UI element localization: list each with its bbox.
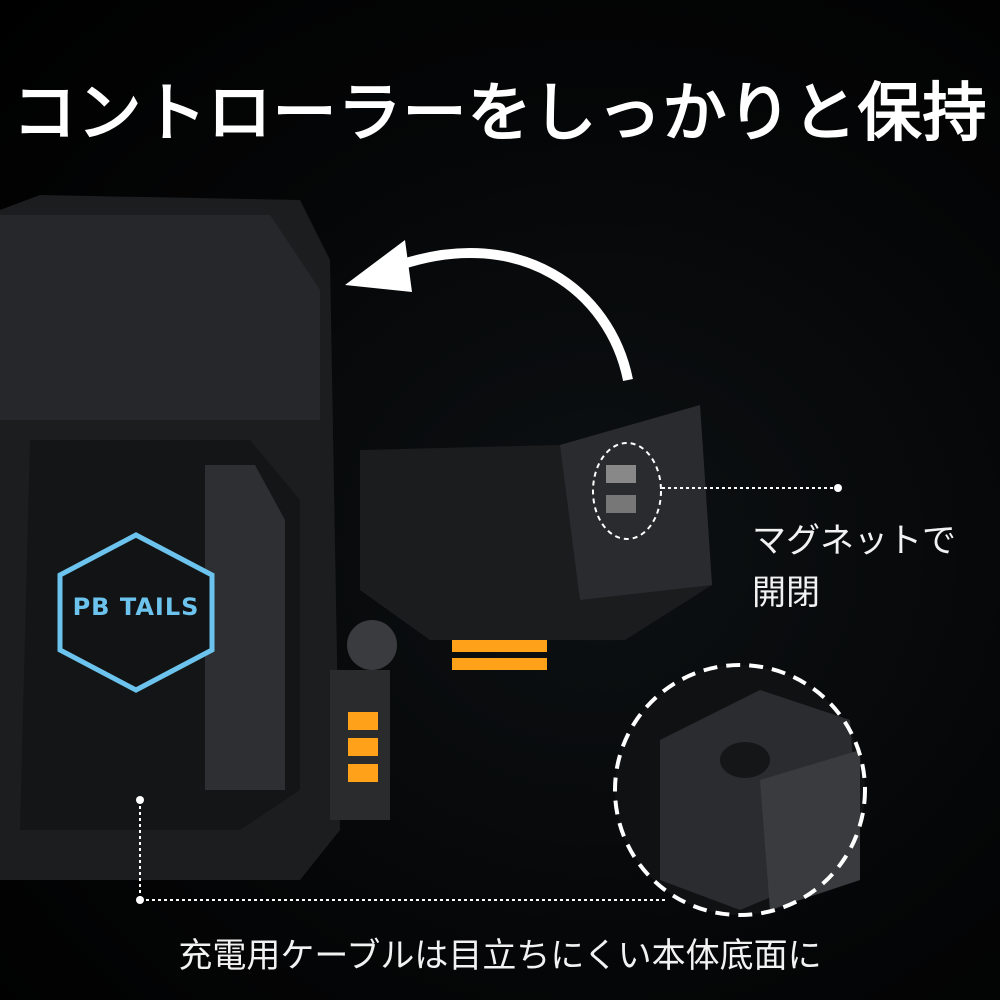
- magnet-callout: マグネットで 開閉: [752, 515, 982, 619]
- magnetic-lid: [347, 405, 712, 670]
- orange-indicator-lights: [348, 640, 547, 782]
- brand-logo-text: PB TAILS: [72, 593, 200, 621]
- stand-body: [0, 195, 390, 880]
- headline: コントローラーをしっかりと保持: [12, 77, 988, 151]
- cable-callout: 充電用ケーブルは目立ちにくい本体底面に: [178, 936, 822, 976]
- logo-hexagon: [57, 532, 215, 693]
- magnet-callout-line2: 開閉: [752, 573, 820, 613]
- magnet-callout-line1: マグネットで: [752, 521, 956, 561]
- curved-arrow-icon: [398, 247, 633, 381]
- bottom-detail-zoom: [613, 663, 867, 917]
